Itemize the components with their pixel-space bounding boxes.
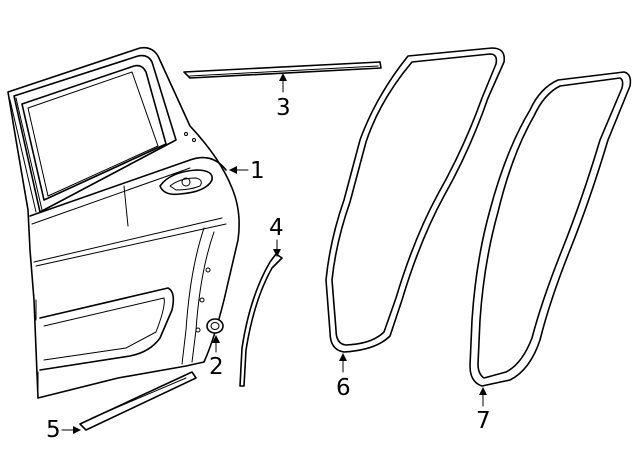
callout-3: 3 [276, 95, 291, 121]
door-shell-part [7, 46, 240, 399]
callout-7: 7 [476, 408, 491, 434]
applique-part [239, 253, 283, 387]
lower-molding-part [79, 371, 197, 431]
door-weatherstrip-part [325, 47, 506, 353]
callout-6: 6 [336, 375, 351, 401]
belt-molding-part [183, 61, 382, 79]
callout-leaders [61, 73, 487, 434]
callout-2: 2 [209, 354, 224, 380]
callout-4: 4 [269, 215, 284, 241]
callout-1: 1 [250, 158, 265, 184]
plug-part [206, 318, 224, 334]
body-weatherstrip-part [469, 71, 632, 387]
callout-5: 5 [46, 417, 61, 443]
